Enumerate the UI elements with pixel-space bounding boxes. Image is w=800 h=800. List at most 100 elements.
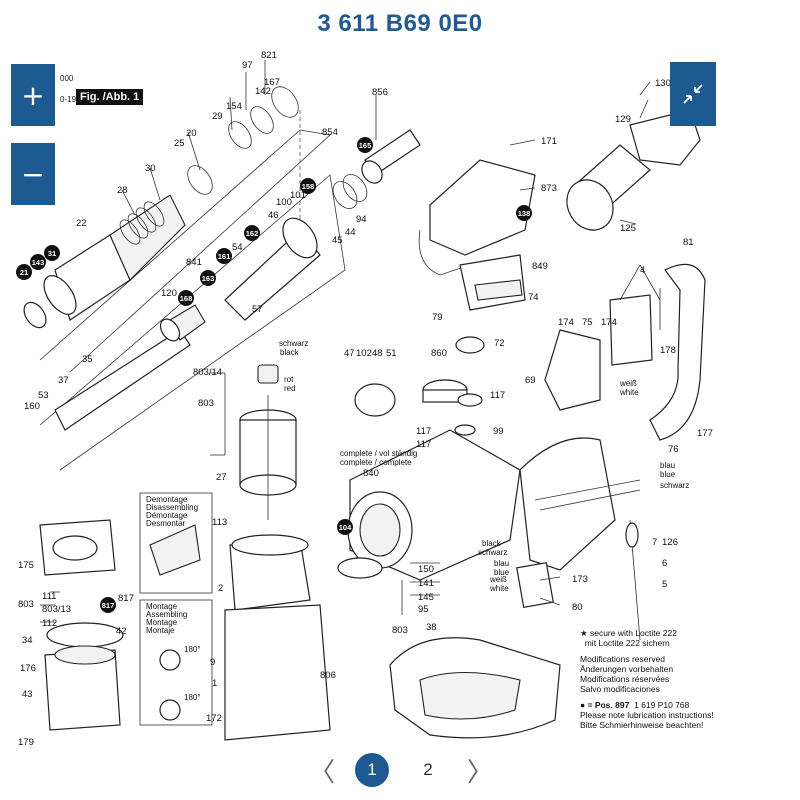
svg-text:blue: blue <box>660 470 676 479</box>
part-label: 113 <box>212 517 227 528</box>
badge: 143 <box>32 258 45 267</box>
part-label: 29 <box>212 111 223 122</box>
part-label: 177 <box>697 428 713 439</box>
part-label: 100 <box>276 197 292 208</box>
part-label: 817 <box>118 593 134 604</box>
part-label: 160 <box>24 401 40 412</box>
part-label: 20 <box>186 128 197 139</box>
svg-text:Montage: Montage <box>146 602 178 611</box>
part-label: 803 <box>18 599 34 610</box>
brush-holder <box>39 519 116 576</box>
svg-text:blau: blau <box>660 461 675 470</box>
part-label: 53 <box>38 390 49 401</box>
figure-date-bottom: 0-19 <box>60 95 77 104</box>
part-label: 126 <box>662 537 678 548</box>
part-label: 51 <box>386 348 397 359</box>
instruction-boxes <box>139 492 213 726</box>
lower-housing <box>44 622 124 731</box>
part-label: 806 <box>320 670 336 681</box>
page-title: 3 611 B69 0E0 <box>317 10 483 37</box>
badge: 31 <box>48 249 56 258</box>
part-label: 856 <box>372 87 388 98</box>
part-label: 854 <box>322 127 338 138</box>
prev-page-button[interactable]: 〈 <box>309 757 336 788</box>
part-label: 99 <box>493 426 504 437</box>
part-label: 130 <box>655 78 671 89</box>
wire-color-labels: schwarz black rot red weiß white blau bl… <box>279 339 689 593</box>
part-label: 167 <box>264 77 280 88</box>
svg-text:180°: 180° <box>184 645 201 654</box>
svg-text:Assembling: Assembling <box>146 610 187 619</box>
part-label: 4 <box>640 265 645 276</box>
badge: 163 <box>202 274 215 283</box>
badge: 817 <box>102 601 115 610</box>
page-2-button[interactable]: 2 <box>423 760 433 779</box>
part-label: 175 <box>18 560 34 571</box>
notes-block: ★ secure with Loctite 222 mit Loctite 22… <box>580 628 790 730</box>
part-label: 46 <box>268 210 279 221</box>
pos-label: ● = Pos. 897 <box>580 700 630 710</box>
svg-text:Desmontar: Desmontar <box>146 519 185 528</box>
part-label: 97 <box>242 60 253 71</box>
part-label: 6 <box>662 558 667 569</box>
svg-text:complete / vol ständig: complete / vol ständig <box>340 449 417 458</box>
svg-text:red: red <box>284 384 296 393</box>
part-label: 28 <box>117 185 128 196</box>
part-label: 178 <box>660 345 676 356</box>
figure-date-top: 000 <box>60 74 74 83</box>
svg-text:white: white <box>489 584 509 593</box>
springs <box>119 86 368 245</box>
part-label: 69 <box>525 375 536 386</box>
part-label: 79 <box>432 312 443 323</box>
part-label: 30 <box>145 163 156 174</box>
piston-group <box>224 129 421 321</box>
badge: 161 <box>218 252 231 261</box>
part-label: 841 <box>186 257 202 268</box>
part-label: 860 <box>431 348 447 359</box>
gears <box>354 336 485 436</box>
part-label: 5 <box>662 579 667 590</box>
gearbox-housing <box>337 429 521 581</box>
part-label: 174 <box>601 317 617 328</box>
part-label: 111 <box>42 591 56 602</box>
svg-text:Démontage: Démontage <box>146 511 188 520</box>
part-label: 42 <box>116 626 127 637</box>
part-label: 54 <box>232 242 243 253</box>
part-label: 176 <box>20 663 36 674</box>
part-label: 101 <box>290 190 306 201</box>
part-label: 117 <box>490 390 505 401</box>
part-label: 44 <box>345 227 356 238</box>
part-label: 80 <box>572 602 583 613</box>
part-label: 840 <box>363 468 379 479</box>
collapse-button[interactable] <box>670 62 716 126</box>
part-label: 25 <box>174 138 185 149</box>
figure-label: Fig. /Abb. 1 <box>76 89 144 105</box>
rear-handle <box>609 263 706 441</box>
svg-text:black: black <box>280 348 300 357</box>
part-label: 102 <box>356 348 372 359</box>
instruction-text: Demontage Disassembling Démontage Desmon… <box>146 495 201 702</box>
part-label: 117 <box>416 426 431 437</box>
next-page-button[interactable]: 〉 <box>467 757 494 788</box>
pos-number: 1 619 P10 768 <box>634 700 690 710</box>
part-label: 22 <box>76 218 87 229</box>
part-label: 142 <box>255 86 271 97</box>
part-label: 48 <box>372 348 383 359</box>
zoom-out-button[interactable]: − <box>11 143 55 205</box>
svg-text:weiß: weiß <box>489 575 507 584</box>
leader-lines <box>40 60 661 623</box>
badge: 165 <box>359 141 372 150</box>
part-label: 81 <box>683 237 694 248</box>
part-label: 95 <box>418 604 429 615</box>
part-label: 75 <box>582 317 593 328</box>
handle-housing <box>519 329 616 571</box>
page-1-button[interactable]: 1 <box>355 753 389 787</box>
badge: 158 <box>302 182 315 191</box>
part-label: 57 <box>252 304 263 315</box>
svg-text:black: black <box>482 539 502 548</box>
part-label: 120 <box>161 288 177 299</box>
zoom-in-button[interactable]: + <box>11 64 55 126</box>
spindle-tube <box>54 304 206 431</box>
part-label: 172 <box>206 713 222 724</box>
badge: 104 <box>339 523 352 532</box>
